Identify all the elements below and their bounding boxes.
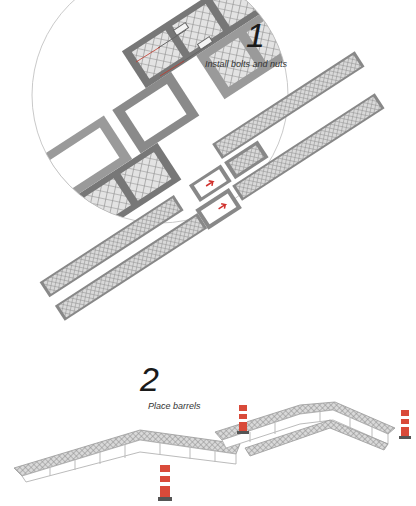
step-number: 1 [246,18,265,52]
barrels [158,405,411,501]
step-number: 2 [140,362,159,396]
ramp-3d [14,402,395,482]
ramp-top-view [28,51,393,322]
step-instruction: Install bolts and nuts [205,60,287,69]
step-instruction: Place barrels [148,402,201,411]
